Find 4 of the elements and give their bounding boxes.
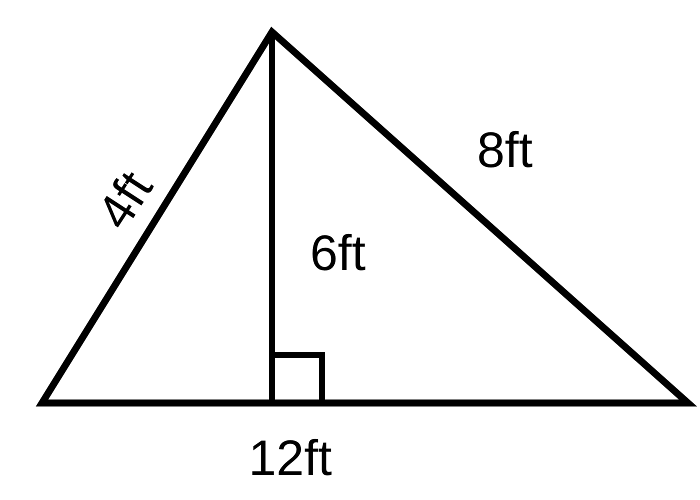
side-length-label: 4ft	[88, 163, 161, 237]
base-length-label: 12ft	[248, 433, 332, 483]
side-length-label: 8ft	[477, 125, 533, 175]
height-label: 6ft	[310, 228, 366, 278]
